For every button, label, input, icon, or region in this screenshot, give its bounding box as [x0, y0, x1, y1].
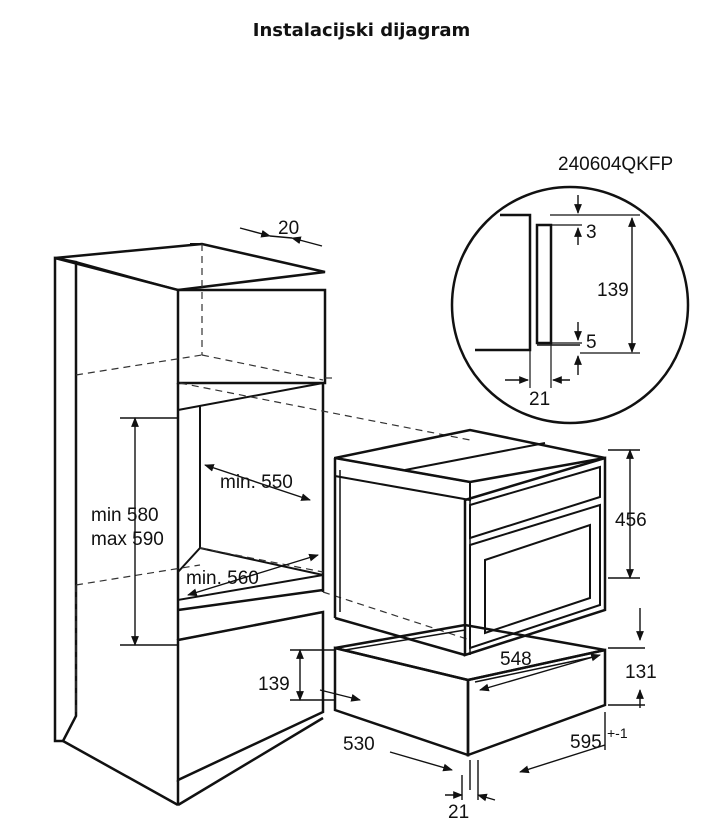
dim-drawer-139: 139: [258, 674, 290, 695]
dim-height-131: 131: [625, 662, 657, 683]
dim-min-580: min 580: [91, 505, 159, 526]
dim-max-590: max 590: [91, 529, 164, 550]
dim-detail-21: 21: [529, 389, 550, 410]
dim-detail-139: 139: [597, 280, 629, 301]
detail-circle: [450, 185, 690, 425]
dim-bottom-21: 21: [448, 802, 469, 823]
drawing-code: 240604QKFP: [558, 154, 673, 175]
dim-width-595: 595: [570, 732, 602, 753]
dim-width-548: 548: [500, 649, 532, 670]
dim-height-456: 456: [615, 510, 647, 531]
dim-tolerance: +-1: [607, 725, 628, 741]
dim-depth-530: 530: [343, 734, 375, 755]
dimension-lines: [120, 195, 645, 802]
dim-min-550: min. 550: [220, 472, 293, 493]
dim-detail-5: 5: [586, 332, 597, 353]
dim-top-gap: 20: [278, 218, 299, 239]
dim-detail-3: 3: [586, 222, 597, 243]
oven: [333, 428, 607, 657]
dim-min-560: min. 560: [186, 568, 259, 589]
page-title: Instalacijski dijagram: [252, 20, 471, 41]
